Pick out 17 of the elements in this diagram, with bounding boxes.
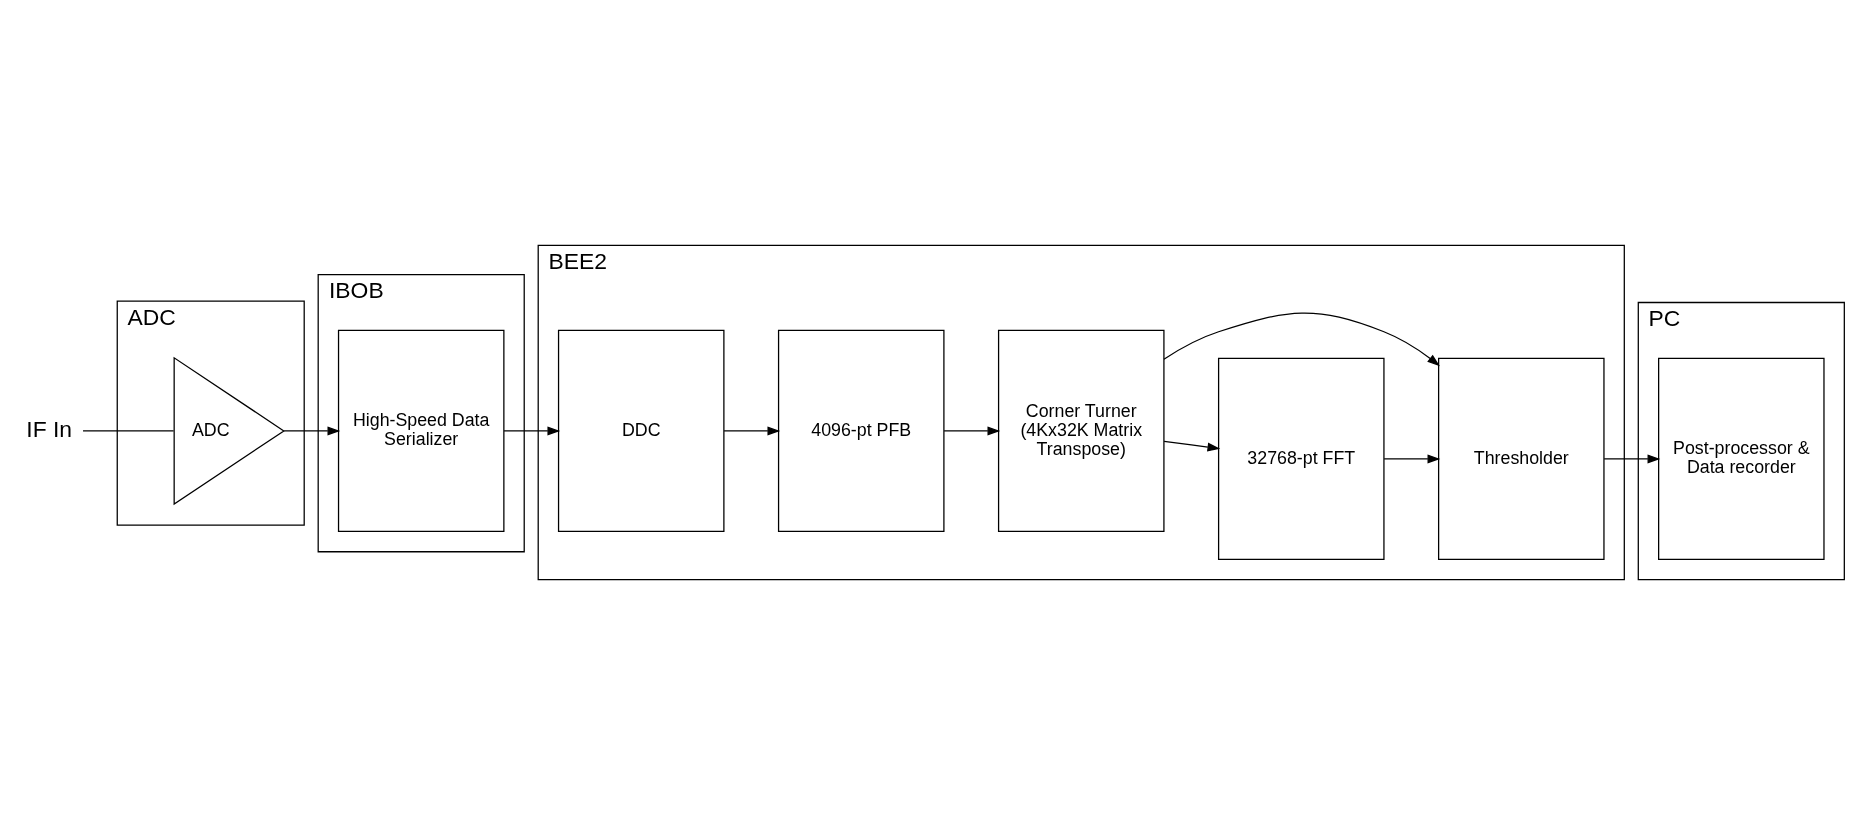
node-text: IF In bbox=[26, 415, 73, 442]
arrow bbox=[1383, 453, 1441, 463]
node-box: High-Speed Data Serializer bbox=[337, 329, 505, 532]
arrow bbox=[283, 426, 341, 435]
node-box: 32768-pt FFT bbox=[1217, 357, 1385, 560]
node-box: Post-processor & Data recorder bbox=[1658, 357, 1825, 560]
arrow bbox=[503, 426, 561, 435]
node-box: 4096-pt PFB bbox=[777, 329, 945, 532]
arrow bbox=[1163, 440, 1221, 451]
arrow bbox=[1163, 311, 1440, 366]
arrow bbox=[1603, 453, 1661, 463]
node-box: Thresholder bbox=[1438, 357, 1605, 560]
arrow bbox=[943, 426, 1001, 435]
connector bbox=[82, 429, 175, 432]
arrow bbox=[723, 426, 781, 435]
node-box: DDC bbox=[557, 329, 725, 532]
node-box: Corner Turner (4Kx32K Matrix Transpose) bbox=[997, 329, 1165, 532]
